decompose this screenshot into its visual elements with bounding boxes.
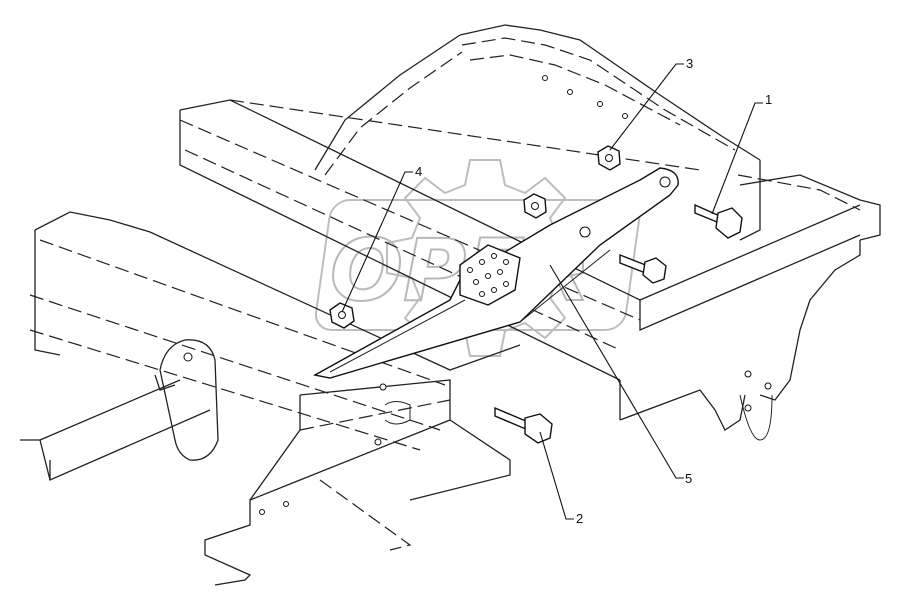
nut-top — [523, 193, 547, 219]
callout-4: 4 — [415, 164, 422, 179]
bolt-2 — [494, 406, 553, 444]
watermark-gear-icon — [386, 159, 584, 357]
nut-3 — [597, 145, 621, 171]
leader-4 — [341, 171, 413, 313]
front-frame — [20, 211, 521, 586]
callout-5: 5 — [685, 471, 692, 486]
leader-5 — [549, 264, 684, 479]
hex-bolt-icon — [494, 406, 529, 432]
leader-2 — [539, 431, 574, 520]
leader-3 — [609, 63, 684, 151]
callout-2: 2 — [576, 511, 583, 526]
bracket-plate — [312, 167, 679, 379]
nut-4 — [329, 302, 355, 329]
leader-1 — [711, 102, 763, 215]
callout-3: 3 — [686, 56, 693, 71]
callouts: 1 2 3 4 5 — [341, 56, 772, 526]
bolt-plate — [619, 253, 667, 284]
callout-1: 1 — [765, 92, 772, 107]
bolt-1 — [694, 203, 743, 239]
side-rails — [179, 75, 861, 381]
rear-frame — [314, 24, 881, 441]
hitch-bracket — [154, 339, 219, 461]
